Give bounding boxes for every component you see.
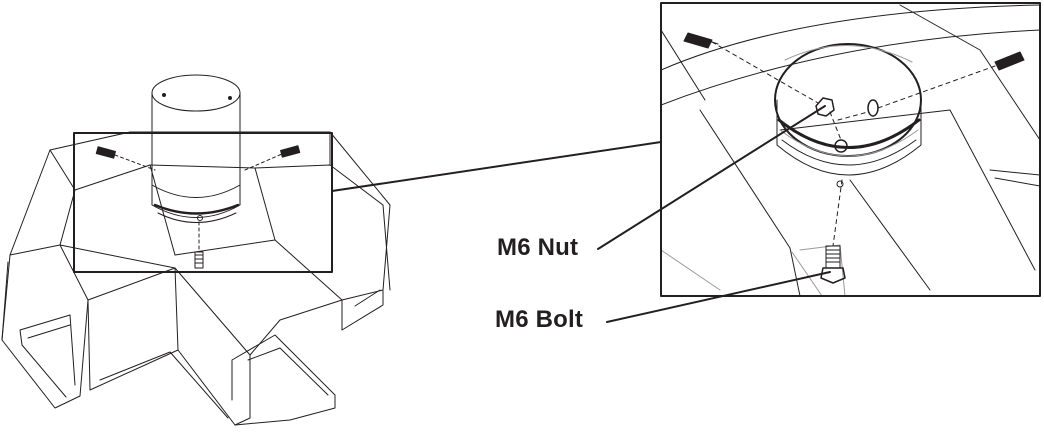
nut-left bbox=[815, 97, 835, 117]
m6-nut-label: M6 Nut bbox=[497, 234, 579, 261]
nut-right bbox=[867, 99, 879, 117]
right-arm bbox=[341, 204, 391, 331]
bolt-leader bbox=[606, 271, 831, 323]
detail-frame bbox=[660, 2, 1041, 297]
overview-bolt-bottom bbox=[194, 251, 204, 269]
callout-frame bbox=[73, 132, 333, 273]
detail-collar bbox=[774, 43, 922, 176]
mounting-ring bbox=[151, 179, 241, 223]
front-arm bbox=[87, 267, 336, 426]
nut-leader bbox=[597, 105, 826, 250]
junction-box-assembly bbox=[1, 74, 391, 426]
callout-leader bbox=[331, 141, 662, 192]
left-arm bbox=[1, 244, 176, 409]
overview-bolt-right bbox=[280, 145, 301, 158]
bolt-bottom bbox=[820, 245, 846, 284]
detail-view bbox=[660, 2, 1041, 297]
bolt-top-right bbox=[994, 51, 1025, 71]
bolt-top-left bbox=[683, 32, 719, 49]
m6-bolt-label: M6 Bolt bbox=[495, 306, 584, 333]
nut-center bbox=[834, 139, 848, 153]
cylinder-shroud bbox=[151, 74, 241, 198]
overview-bolt-left bbox=[95, 146, 116, 159]
